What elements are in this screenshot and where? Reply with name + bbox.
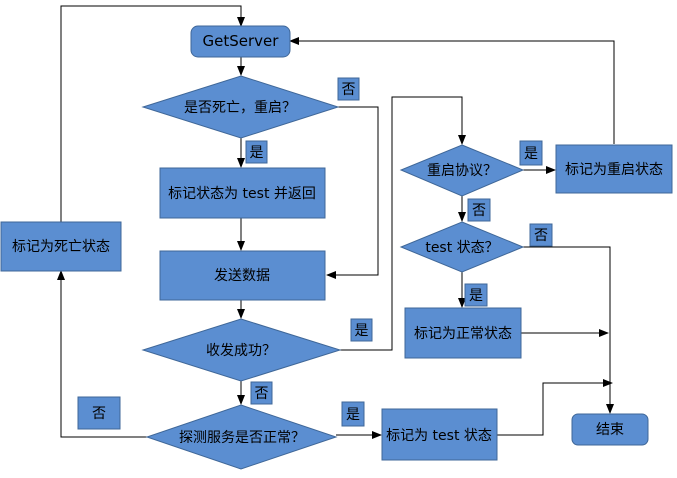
recv-success-decision: 收发成功？: [141, 318, 342, 382]
end-text: 结束: [596, 422, 624, 438]
recv-success-text: 收发成功？: [206, 343, 276, 359]
edge-probe-no: [57, 270, 147, 438]
label-probe-yes: 是: [341, 401, 365, 427]
is-dead-decision: 是否死亡，重启？: [141, 75, 340, 139]
label-recv-yes-text: 是: [355, 323, 369, 339]
end-node: 结束: [571, 413, 649, 446]
label-teststate-yes-text: 是: [469, 288, 483, 304]
label-restart-no-text: 否: [472, 203, 486, 219]
label-isdead-no: 否: [337, 77, 360, 101]
label-restart-yes-text: 是: [524, 146, 538, 162]
edge-recv-yes: [340, 96, 466, 351]
label-teststate-no-text: 否: [534, 228, 548, 244]
test-state-decision: test 状态？: [399, 221, 525, 273]
label-isdead-no-text: 否: [342, 82, 356, 98]
label-probe-no: 否: [77, 396, 121, 430]
label-restart-yes: 是: [519, 140, 543, 166]
send-data-text: 发送数据: [214, 268, 270, 284]
label-isdead-yes-text: 是: [250, 145, 264, 161]
connectors: [57, 5, 615, 439]
edge-markrestart-to-getserver: [289, 37, 615, 144]
getserver-node: GetServer: [190, 25, 291, 58]
getserver-text: GetServer: [203, 32, 280, 50]
label-teststate-no: 否: [529, 223, 553, 247]
mark-restart-box: 标记为重启状态: [555, 144, 673, 194]
edge-teststate-no: [523, 246, 614, 414]
label-probe-no-text: 否: [92, 406, 106, 422]
mark-dead-box: 标记为死亡状态: [0, 221, 122, 272]
mark-test-return-box: 标记状态为 test 并返回: [159, 167, 326, 219]
edge-dead-to-getserver: [60, 5, 245, 222]
probe-normal-text: 探测服务是否正常？: [179, 430, 305, 446]
label-recv-no: 否: [250, 381, 273, 405]
label-restart-no: 否: [467, 198, 491, 222]
is-dead-text: 是否死亡，重启？: [184, 100, 296, 116]
mark-normal-text: 标记为正常状态: [414, 326, 512, 342]
edge-marktest-to-end: [497, 379, 613, 436]
probe-normal-decision: 探测服务是否正常？: [145, 404, 338, 470]
mark-dead-text: 标记为死亡状态: [12, 239, 110, 255]
test-state-text: test 状态？: [425, 240, 498, 256]
mark-normal-box: 标记为正常状态: [404, 307, 522, 359]
label-probe-yes-text: 是: [346, 407, 360, 423]
mark-test-return-text: 标记状态为 test 并返回: [168, 186, 316, 202]
label-isdead-yes: 是: [245, 140, 268, 164]
restart-protocol-decision: 重启协议？: [399, 144, 525, 197]
mark-restart-text: 标记为重启状态: [565, 162, 663, 178]
label-recv-yes: 是: [350, 318, 373, 342]
mark-test-box: 标记为 test 状态: [381, 408, 498, 461]
restart-protocol-text: 重启协议？: [427, 163, 497, 179]
send-data-box: 发送数据: [159, 250, 326, 301]
mark-test-text: 标记为 test 状态: [386, 428, 492, 444]
edge-isdead-no: [326, 106, 379, 279]
label-teststate-yes: 是: [464, 283, 488, 307]
label-recv-no-text: 否: [255, 386, 269, 402]
